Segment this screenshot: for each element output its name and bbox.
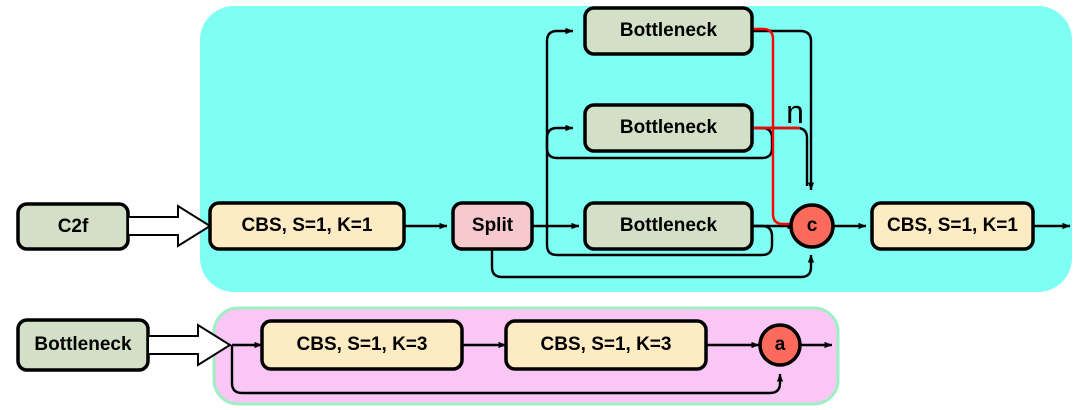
label-conv-1: CBS, S=1, K=3: [296, 334, 428, 355]
label-repeat-n: n: [786, 93, 804, 130]
block-conv-1: [260, 319, 464, 371]
node-concat: [789, 203, 835, 249]
edge-split-bypass-to-concat: [490, 248, 815, 279]
label-conv-2: CBS, S=1, K=3: [540, 334, 672, 355]
node-add: [758, 323, 802, 367]
block-bottleneck-1: [583, 6, 754, 56]
hollow-arrow-bottleneck: [147, 323, 232, 367]
label-bottleneck-source: Bottleneck: [34, 334, 132, 355]
label-bottleneck-2: Bottleneck: [619, 117, 718, 138]
block-conv-2: [504, 319, 708, 371]
hollow-arrow-c2f: [127, 204, 212, 248]
edge-residual-skip: [230, 345, 784, 395]
label-split: Split: [471, 215, 514, 236]
edge-bottleneck2-to-bottleneck1: [545, 27, 774, 160]
label-entry-cbs: CBS, S=1, K=1: [241, 215, 373, 236]
block-exit-cbs: [870, 201, 1035, 251]
block-bottleneck-2: [583, 103, 754, 153]
block-entry-cbs: [208, 201, 406, 251]
label-c2f: C2f: [57, 215, 89, 237]
repeat-bracket-n: [752, 27, 800, 226]
block-split: [451, 201, 534, 251]
edge-bottleneck1-to-concat: [752, 29, 815, 191]
block-bottleneck-3: [583, 201, 754, 251]
label-bottleneck-1: Bottleneck: [619, 20, 718, 41]
label-add: a: [774, 334, 786, 355]
label-exit-cbs: CBS, S=1, K=1: [887, 215, 1018, 236]
label-bottleneck-3: Bottleneck: [619, 215, 718, 236]
label-concat: c: [806, 215, 818, 236]
